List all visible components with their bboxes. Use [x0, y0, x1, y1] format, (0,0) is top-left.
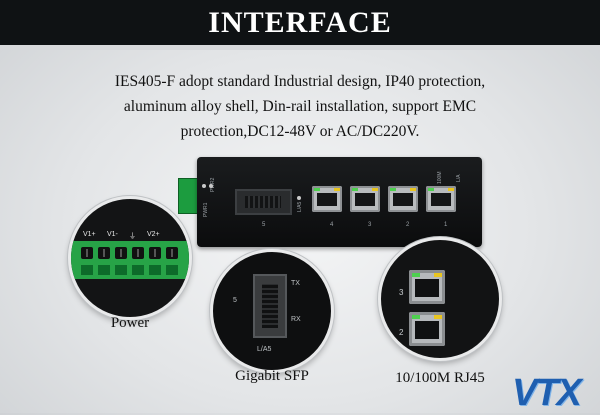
speed-label: 100M [437, 171, 443, 184]
la5-label: L/A5 [257, 346, 272, 353]
la-label: L/A [456, 174, 462, 182]
la5-label: L/A5 [297, 201, 303, 212]
terminal-label-v1-minus: V1- [107, 231, 118, 238]
la5-led-icon [297, 196, 301, 200]
page-header: INTERFACE [0, 0, 600, 50]
rj45-port-number-2: 2 [399, 328, 404, 337]
pwr2-led-icon [209, 184, 213, 188]
description-text: IES405-F adopt standard Industrial desig… [90, 69, 510, 144]
description-line: IES405-F adopt standard Industrial desig… [114, 73, 486, 90]
description-line: protection,DC12-48V or AC/DC220V. [180, 123, 420, 140]
terminal-label-v2-plus: V2+ [147, 231, 160, 238]
rx-label: RX [291, 316, 301, 323]
rj45-port-3 [350, 186, 380, 212]
port-number-3: 3 [368, 222, 372, 228]
sfp-closeup: 5 TX RX L/A5 [210, 249, 334, 373]
terminal-label-v1-plus: V1+ [83, 231, 96, 238]
sfp-caption: Gigabit SFP [235, 368, 309, 384]
sfp-port-number: 5 [233, 297, 237, 304]
port-number-4: 4 [330, 222, 334, 228]
rj45-closeup: 3 2 [378, 237, 502, 361]
pwr1-label: PWR1 [203, 202, 209, 217]
power-closeup: V1+ V1- ⏚ V2+ [68, 196, 192, 320]
header-divider [0, 45, 600, 50]
page-title: INTERFACE [208, 6, 392, 39]
pwr1-led-icon [202, 184, 206, 188]
port-number-1: 1 [444, 222, 448, 228]
rj45-caption: 10/100M RJ45 [395, 370, 485, 386]
rj45-port-1 [426, 186, 456, 212]
terminal-block: V1+ V1- ⏚ V2+ [71, 231, 189, 279]
rj45-port-large-3 [409, 270, 445, 304]
tx-label: TX [291, 280, 300, 287]
port-number-2: 2 [406, 222, 410, 228]
sfp-port-number: 5 [262, 222, 266, 228]
power-caption: Power [110, 315, 150, 331]
vtx-logo: VTX [512, 372, 582, 414]
rj45-port-number-3: 3 [399, 288, 404, 297]
description-line: aluminum alloy shell, Din-rail installat… [123, 98, 477, 115]
sfp-port [235, 189, 292, 215]
rj45-port-2 [388, 186, 418, 212]
rj45-port-4 [312, 186, 342, 212]
sfp-module-port [253, 274, 287, 338]
rj45-port-large-2 [409, 312, 445, 346]
ground-icon: ⏚ [129, 233, 136, 240]
